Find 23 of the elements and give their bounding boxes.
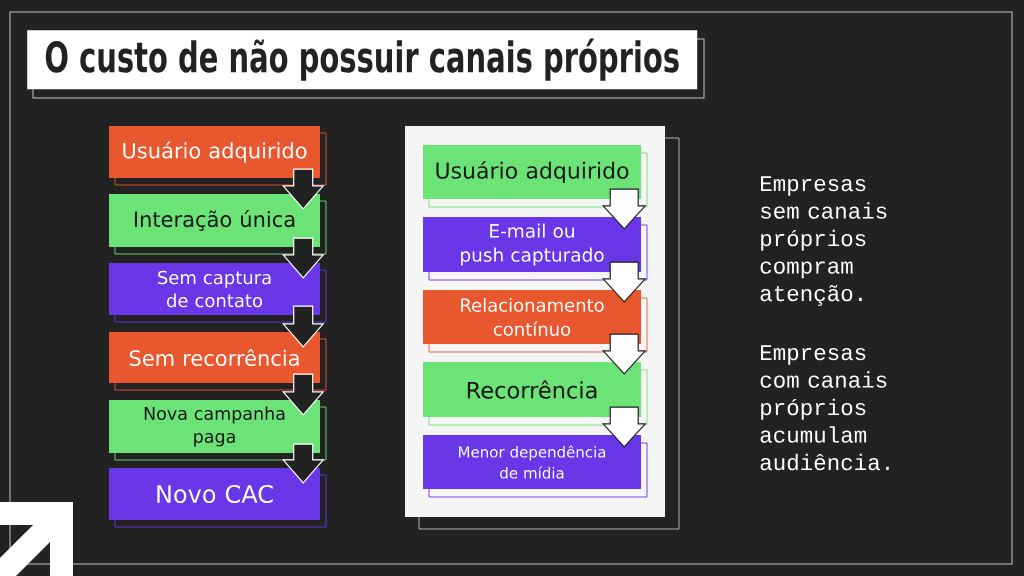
- process-box: E-mail ou push capturado: [423, 217, 648, 281]
- body-text: Empresas sem canais próprios compram atenção.: [760, 176, 887, 306]
- process-box: Interação única: [109, 194, 327, 255]
- arrow: [281, 373, 325, 416]
- arrow: [281, 305, 325, 348]
- process-box: Usuário adquirido: [423, 145, 648, 208]
- process-box: Nova campanha paga: [109, 400, 327, 461]
- arrow: [281, 237, 325, 279]
- process-box: Recorrência: [423, 362, 648, 426]
- arrow: [601, 188, 647, 230]
- arrow: [281, 443, 325, 484]
- process-box: Relacionamento contínuo: [423, 290, 648, 353]
- arrow: [601, 406, 647, 448]
- process-box: Sem recorrência: [109, 332, 327, 391]
- arrow: [601, 333, 647, 375]
- process-box: Sem captura de contato: [109, 263, 327, 323]
- arrow: [281, 168, 325, 210]
- process-box: Novo CAC: [109, 468, 327, 528]
- process-box: Menor dependência de mídia: [423, 435, 648, 498]
- process-box: Usuário adquirido: [109, 126, 327, 186]
- title-banner: O custo de não possuir canais próprios: [27, 30, 705, 99]
- arrow: [601, 261, 647, 303]
- body-text: Empresas com canais próprios acumulam audiência.: [760, 345, 889, 471]
